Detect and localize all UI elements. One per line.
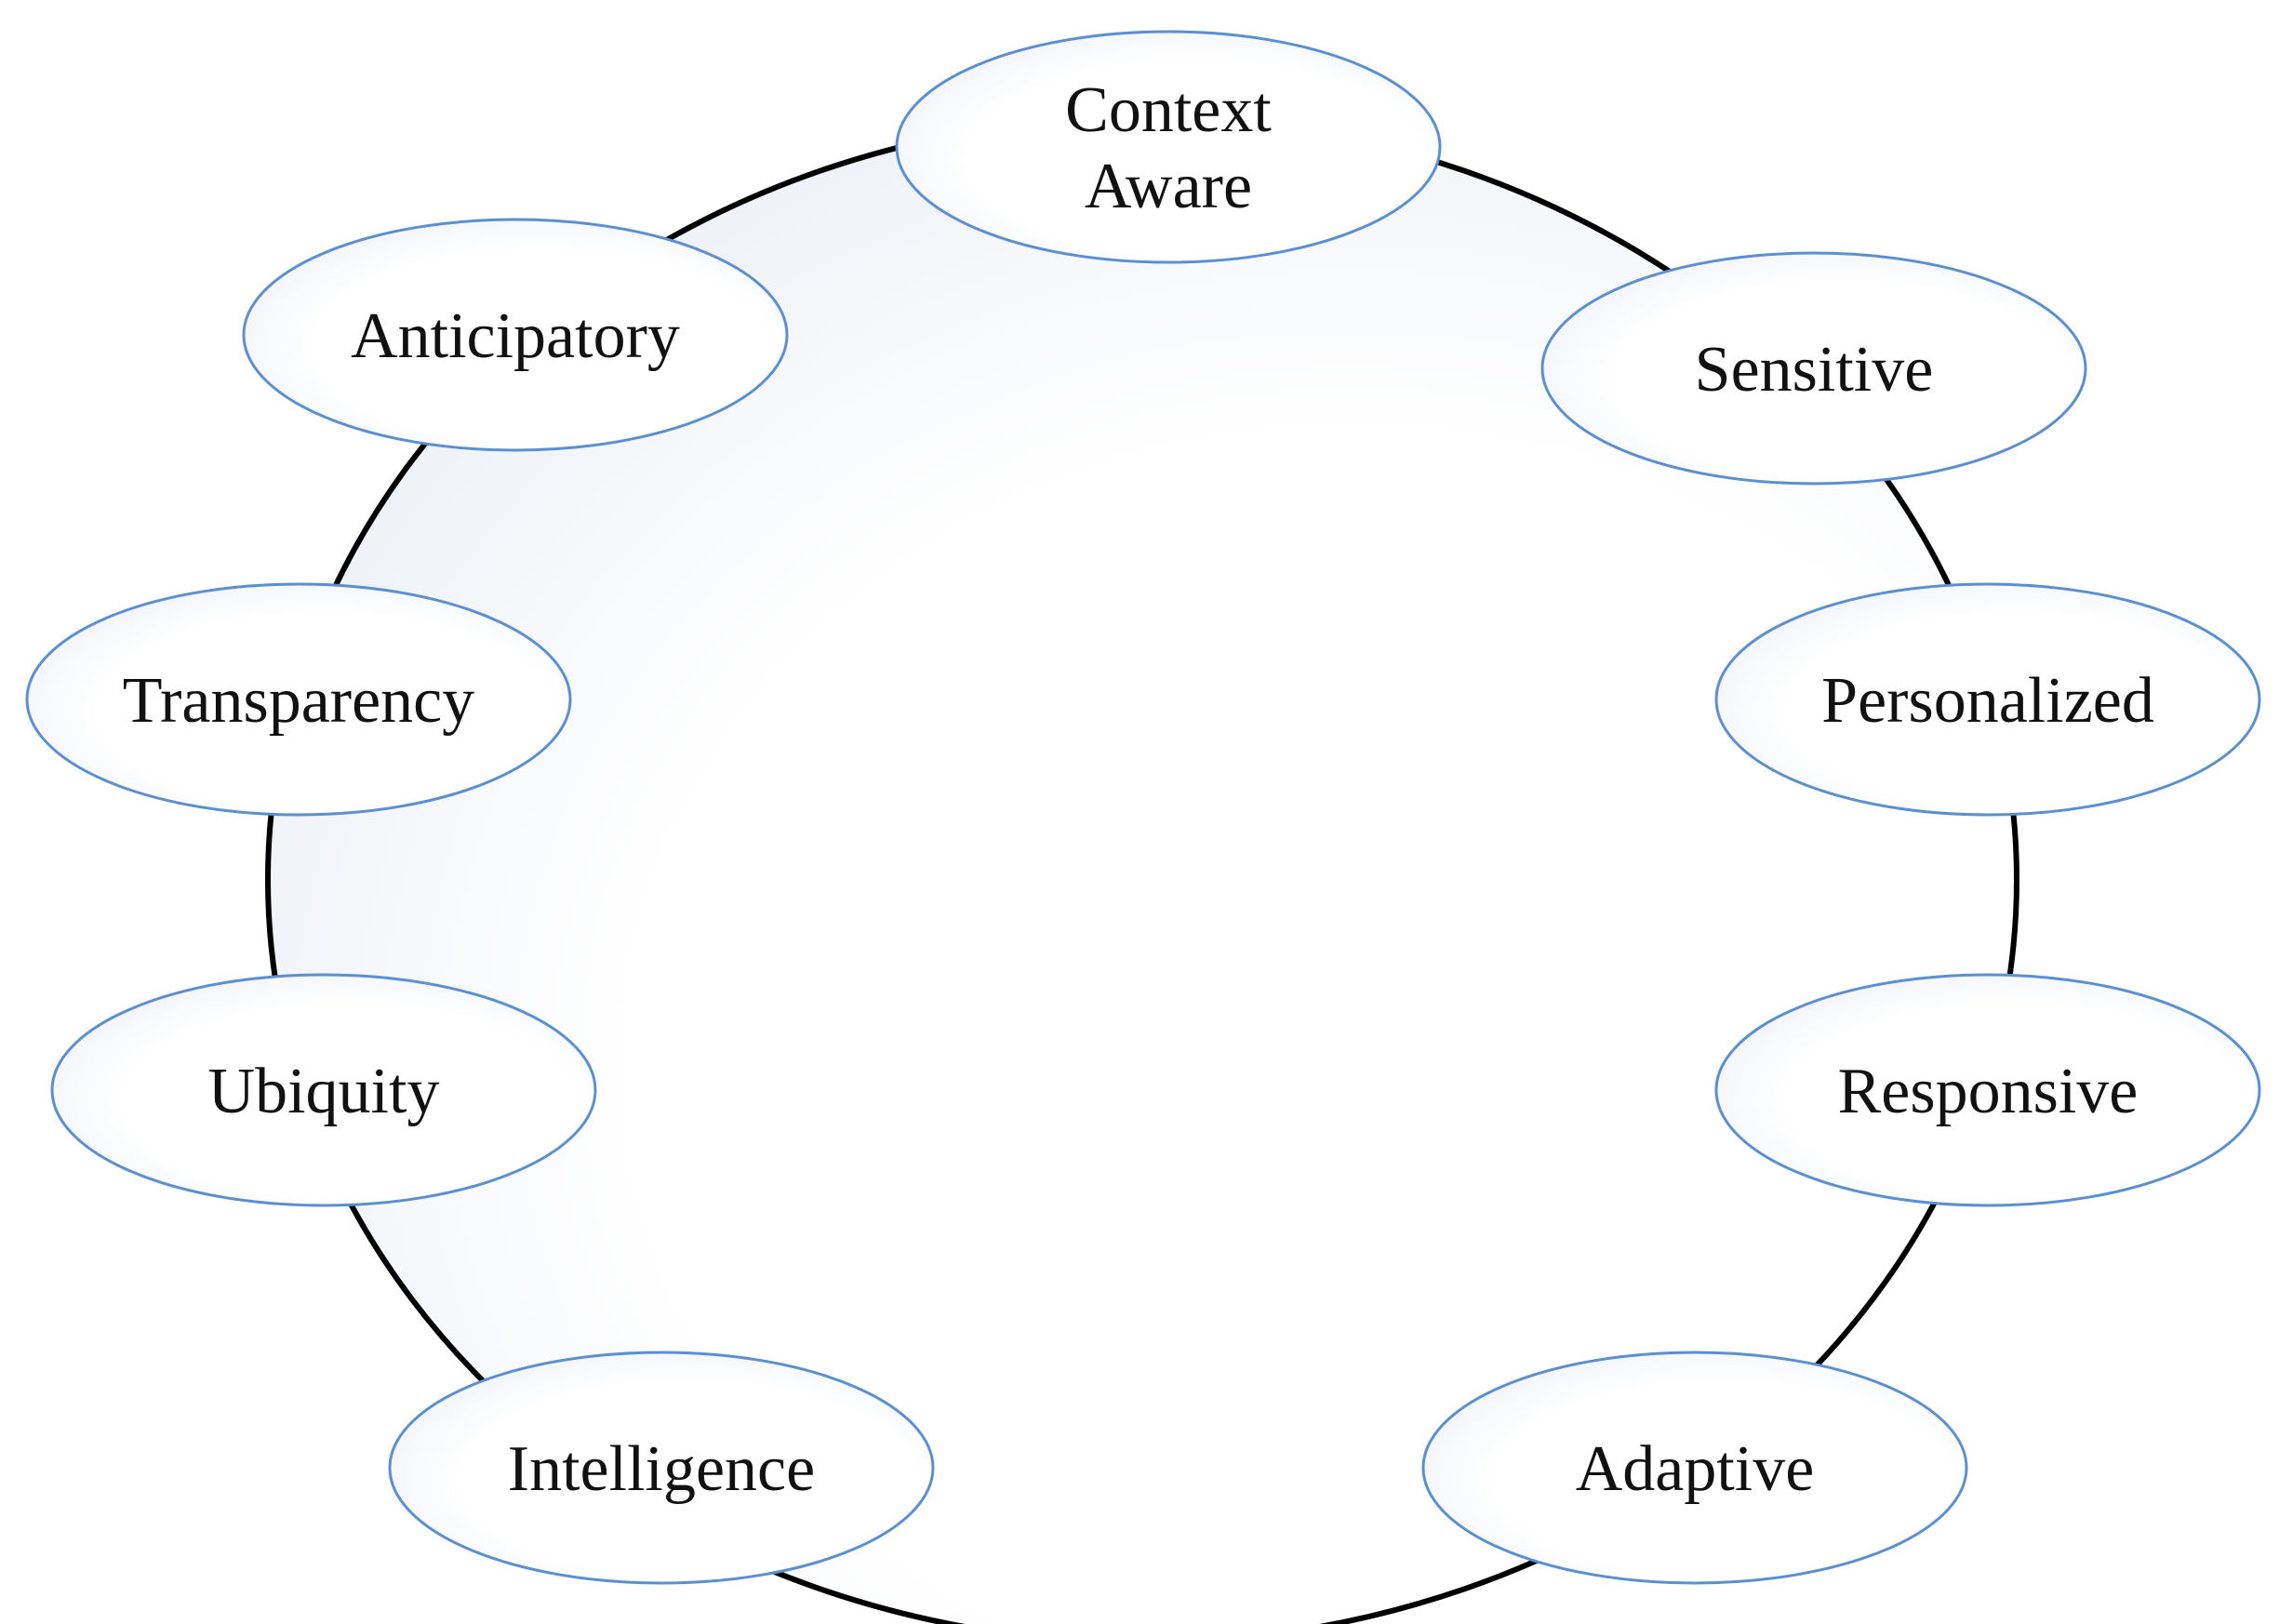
node-ellipse (242, 218, 789, 452)
node-label: Transparency (123, 665, 474, 737)
node-personalized: Personalized (1714, 582, 2261, 817)
node-ellipse (388, 1351, 935, 1585)
node-label: Responsive (1838, 1056, 2139, 1127)
node-label: Anticipatory (351, 300, 680, 372)
node-label: Aware (1085, 151, 1252, 222)
node-label: Context (1065, 74, 1272, 146)
node-label: Ubiquity (208, 1056, 440, 1127)
node-label: Adaptive (1576, 1433, 1815, 1505)
node-sensitive: Sensitive (1540, 251, 2087, 486)
node-ubiquity: Ubiquity (50, 973, 597, 1207)
node-label: Sensitive (1695, 334, 1934, 406)
node-transparency: Transparency (25, 582, 572, 817)
node-label: Personalized (1821, 665, 2154, 737)
node-ellipse (1540, 251, 2087, 486)
node-ellipse (1714, 973, 2261, 1207)
node-responsive: Responsive (1714, 973, 2261, 1207)
node-ellipse (1421, 1351, 1968, 1585)
node-ellipse (1714, 582, 2261, 817)
node-anticipatory: Anticipatory (242, 218, 789, 452)
node-label: Intelligence (508, 1433, 815, 1505)
node-adaptive: Adaptive (1421, 1351, 1968, 1585)
node-ellipse (895, 30, 1442, 264)
node-ellipse (25, 582, 572, 817)
node-ellipse (50, 973, 597, 1207)
node-intelligence: Intelligence (388, 1351, 935, 1585)
